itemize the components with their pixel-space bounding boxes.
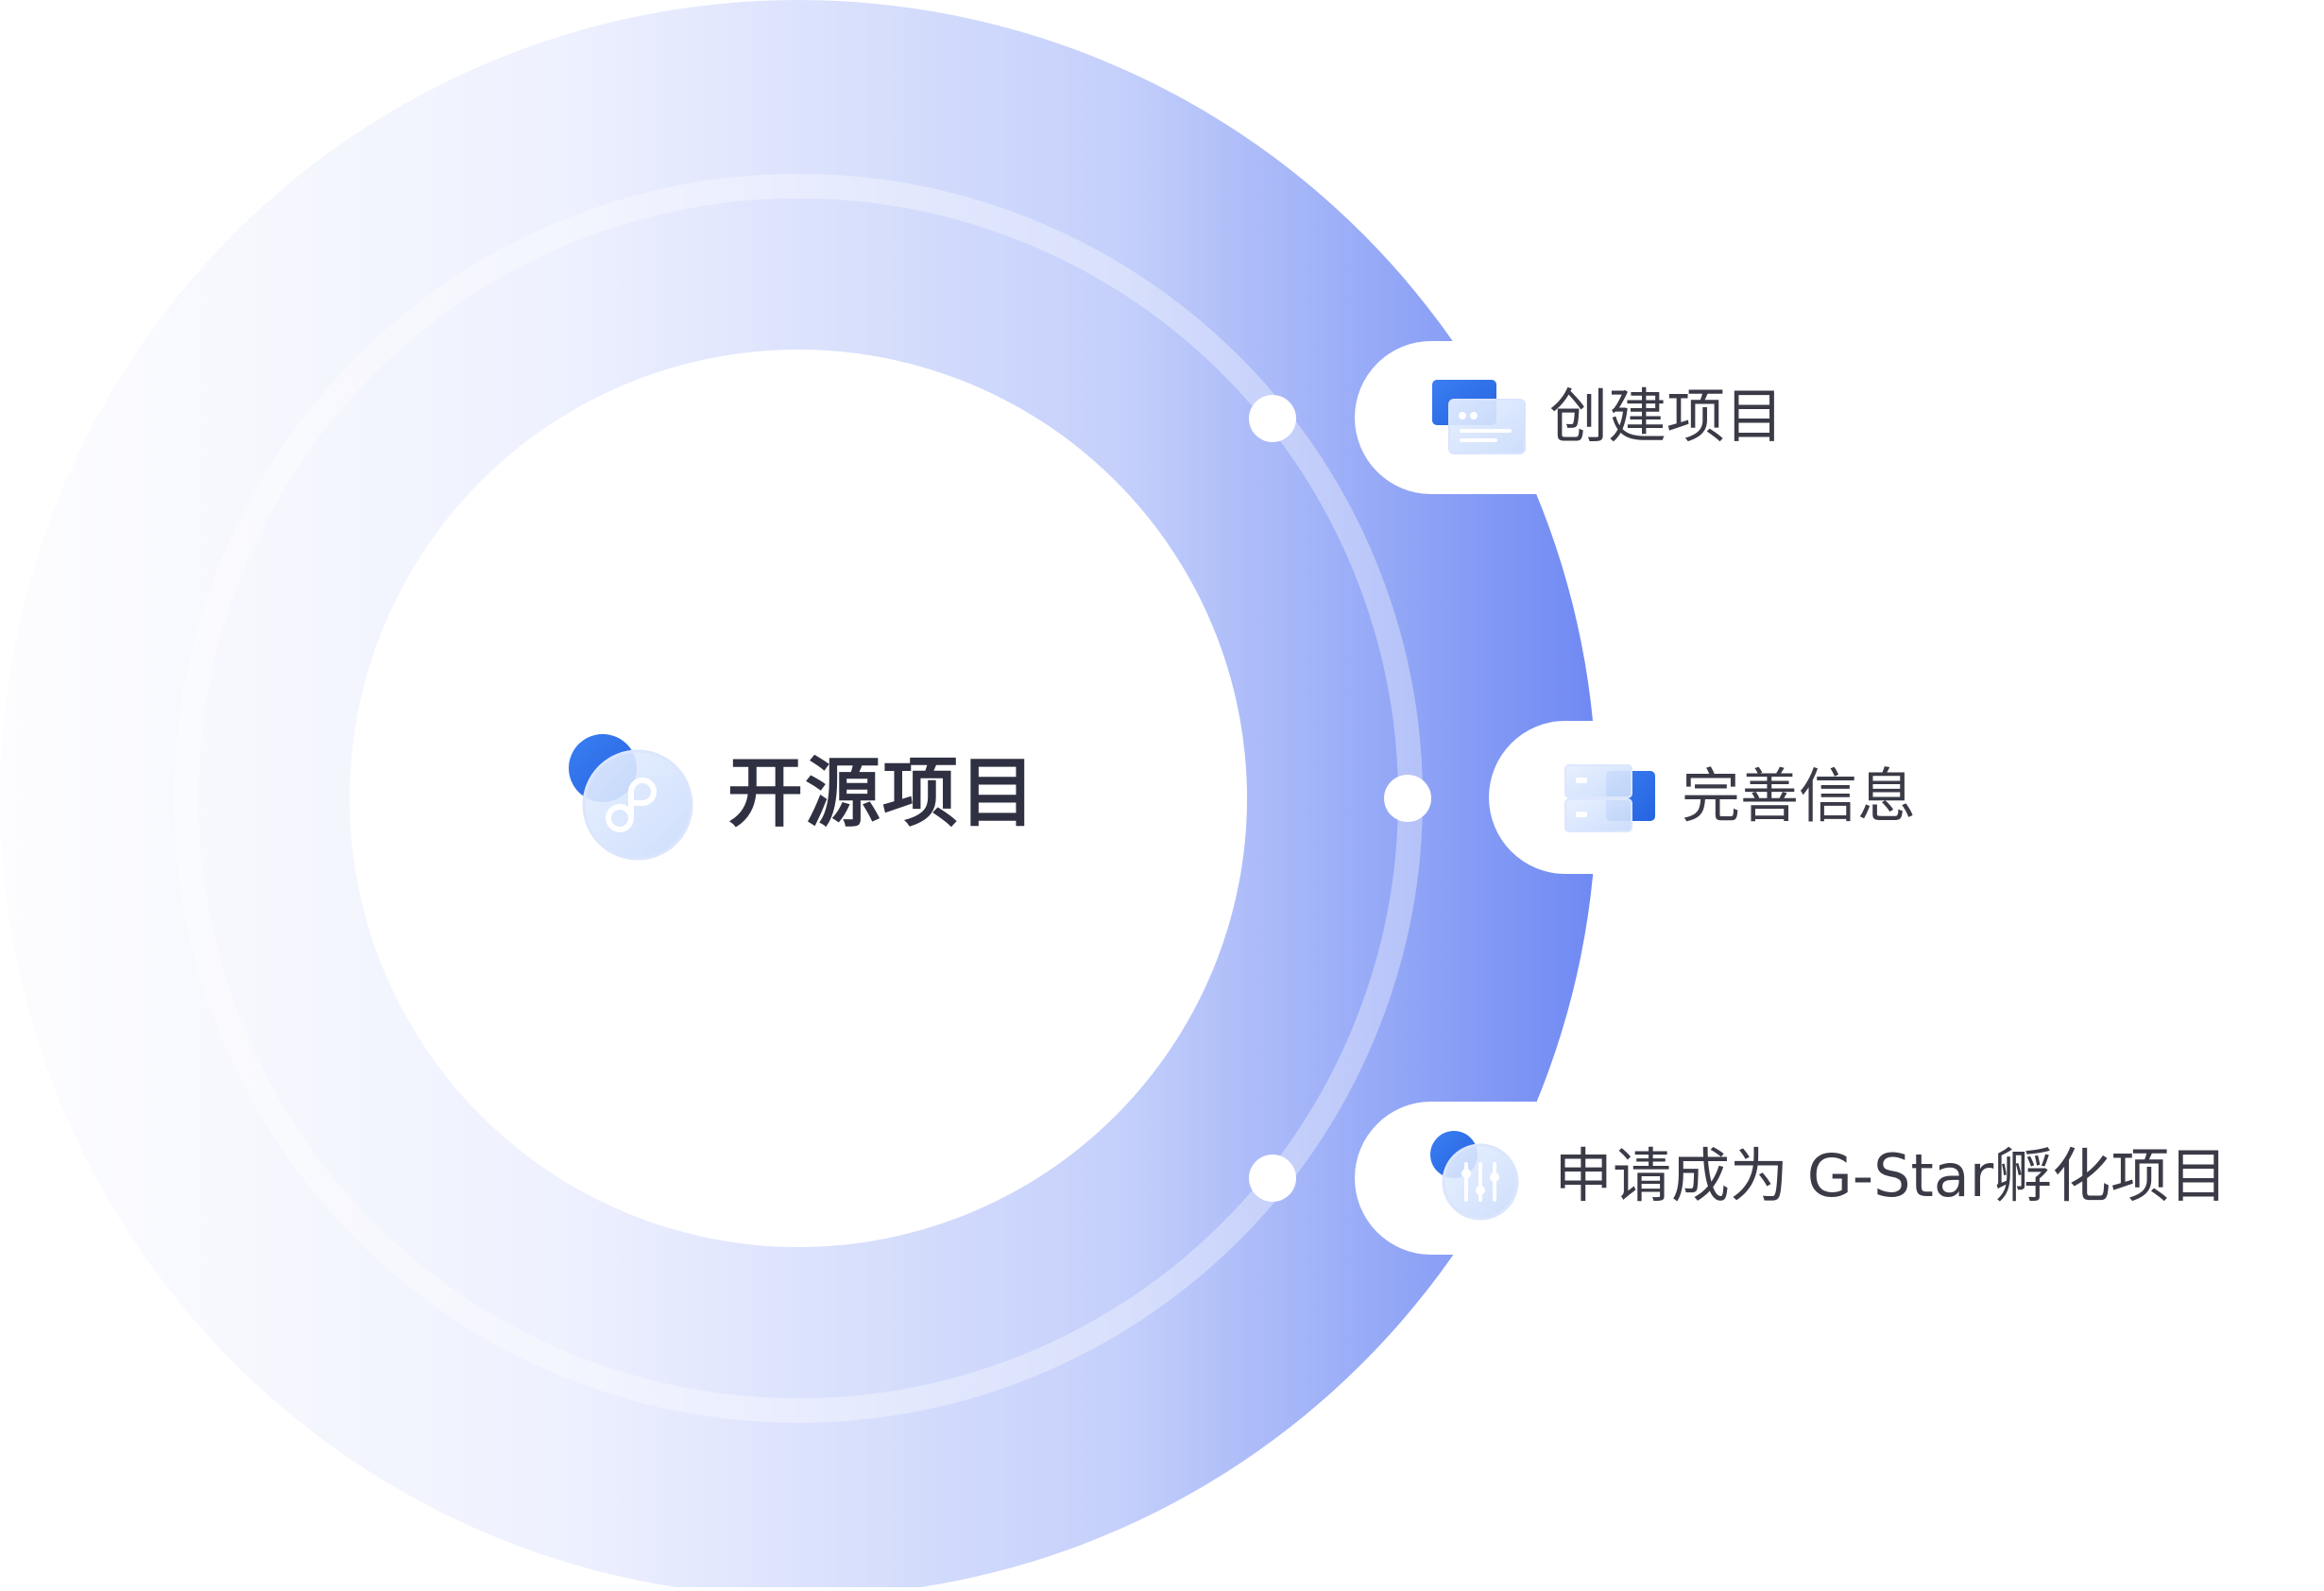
step-label-complete-info: 完善信息 xyxy=(1682,761,1917,830)
step-label-create-project: 创建项目 xyxy=(1549,382,1785,451)
center-disc xyxy=(350,350,1247,1247)
step-dot-1 xyxy=(1249,395,1296,442)
server-icon xyxy=(1564,764,1655,832)
link-icon xyxy=(569,734,693,861)
step-dot-3 xyxy=(1249,1155,1296,1202)
step-dot-2 xyxy=(1384,775,1431,822)
step-label-apply-gstar: 申请成为 G-Star孵化项目 xyxy=(1554,1141,2229,1210)
window-icon xyxy=(1432,380,1526,454)
sliders-icon xyxy=(1430,1131,1519,1221)
center-title: 开源项目 xyxy=(727,749,1037,837)
